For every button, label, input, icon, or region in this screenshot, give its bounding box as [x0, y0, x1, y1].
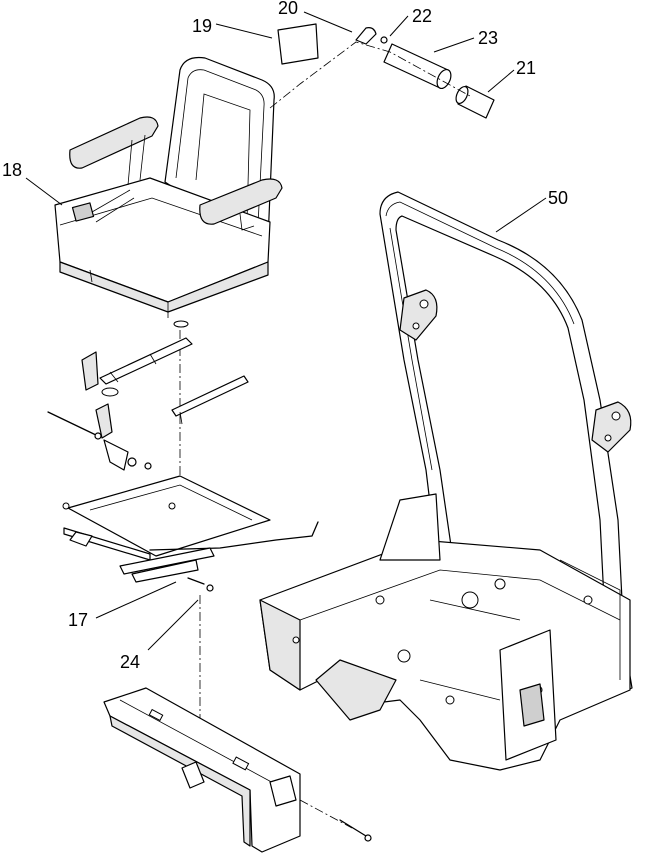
callout-23: 23: [478, 28, 498, 48]
callout-19: 19: [192, 16, 212, 36]
seat-slide-parts: [47, 330, 249, 505]
seat-base-bracket: [103, 687, 372, 853]
callout-20: 20: [278, 0, 298, 18]
callout-50: 50: [548, 188, 568, 208]
main-frame: [259, 493, 631, 771]
callout-17: 17: [68, 610, 88, 630]
callout-18: 18: [2, 160, 22, 180]
leader-lines: [25, 11, 547, 651]
part-19-pad: [277, 23, 319, 65]
callout-labels: 18 19 20 22 23 21 50 17 24: [2, 0, 568, 672]
seat-assembly: [54, 56, 283, 328]
part-22-screw: [380, 36, 388, 44]
seat-plate-part-17: [62, 475, 319, 592]
part-20-clip: [355, 27, 377, 45]
cup-holder-parts: [269, 23, 495, 119]
callout-21: 21: [516, 58, 536, 78]
callout-22: 22: [412, 6, 432, 26]
callout-24: 24: [120, 652, 140, 672]
